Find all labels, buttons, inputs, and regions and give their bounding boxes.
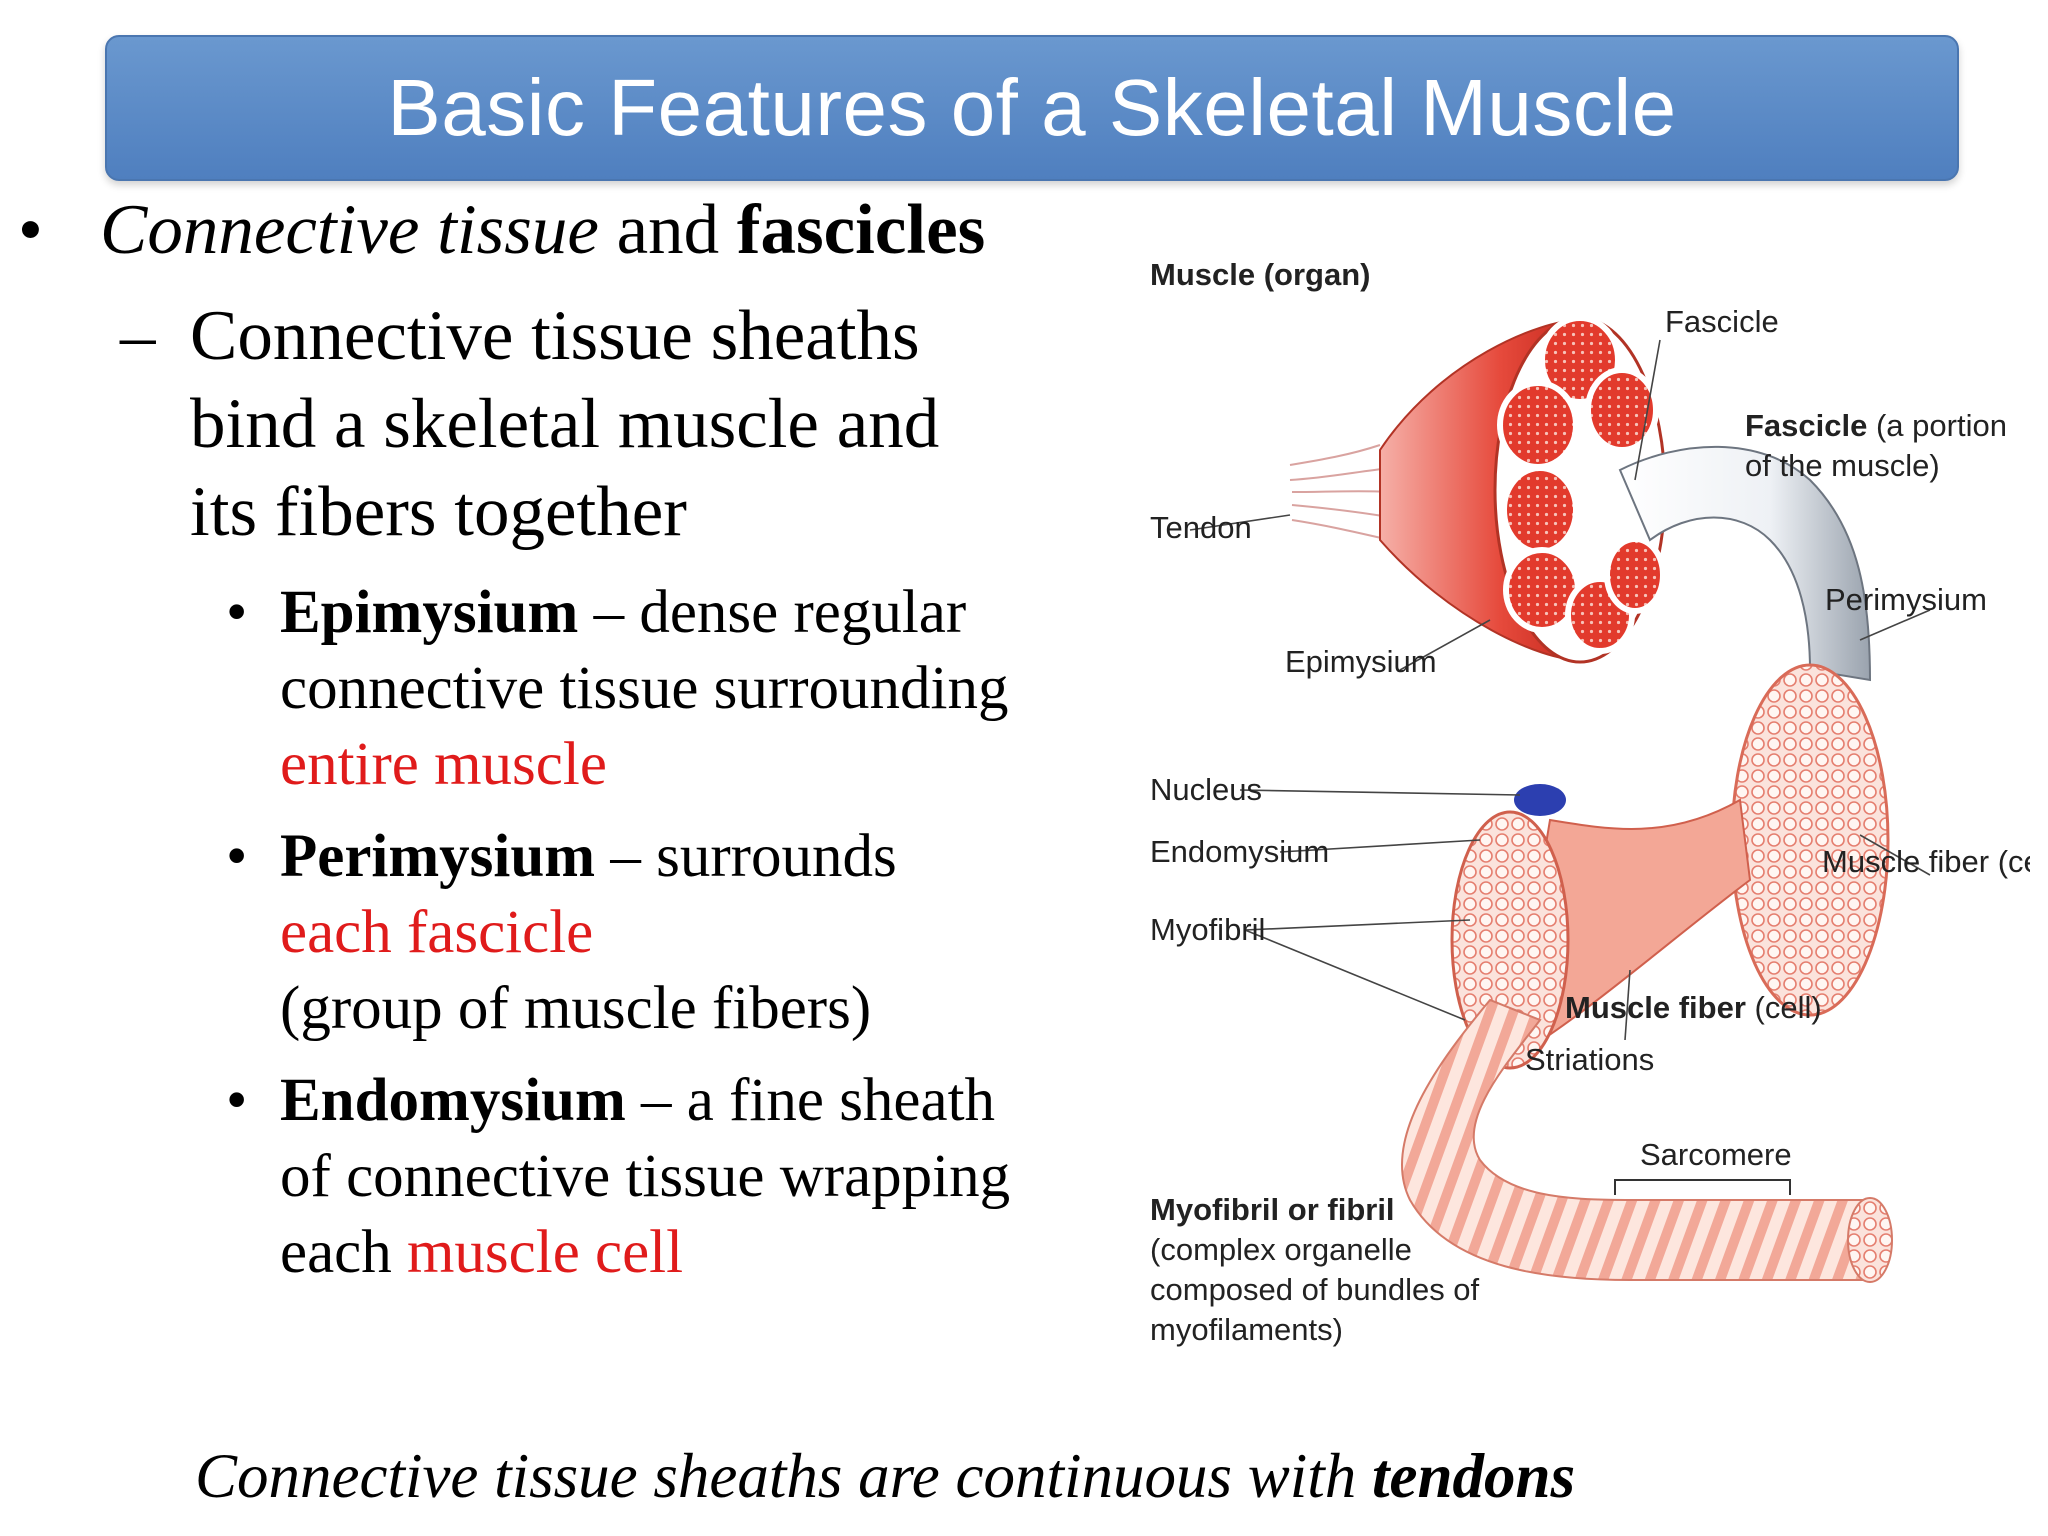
label-fascicle-portion-line2: of the muscle) [1745,448,1940,483]
fascicle-cross-section [1730,663,1890,1017]
label-nucleus: Nucleus [1150,772,1262,807]
bullet-level2-line1: Connective tissue sheaths [190,297,920,375]
leader-lines [1189,339,1931,1041]
bullet-level1-italic: Connective tissue [100,191,599,269]
endomysium-line1: Endomysium – a fine sheath [280,1066,995,1136]
epimysium-desc: – dense regular [578,579,967,646]
fiber-cross-section [1450,810,1570,1070]
label-muscle-fiber-cell: Muscle fiber (cell) [1822,844,2030,879]
label-striations: Striations [1525,1042,1654,1077]
bullet-level2-line3: its fibers together [190,473,687,551]
endomysium-line3-red: muscle cell [406,1219,684,1286]
epimysium-line1: Epimysium – dense regular [280,578,966,648]
label-muscle-organ: Muscle (organ) [1150,257,1370,292]
slide-title: Basic Features of a Skeletal Muscle [387,63,1677,152]
fascicle-tube [1618,445,1872,682]
fascicle-sections [1497,315,1666,654]
label-complex-organelle: (complex organelle [1150,1232,1412,1267]
label-muscle-fiber-rest: (cell) [1746,990,1822,1025]
caption-italic: Connective tissue sheaths are continuous… [195,1441,1373,1511]
perimysium-line2: each fascicle [280,899,594,966]
dash-marker: – [120,297,156,375]
muscle-structure-figure: Muscle (organ) Fascicle Fascicle (a port… [1150,257,2030,1347]
bullet-level2-line2: bind a skeletal muscle and [190,385,940,463]
label-perimysium: Perimysium [1825,582,1987,617]
myofibril [1400,998,1871,1281]
endomysium-line3-plain: each [280,1219,407,1286]
bullet-level1-and: and [598,191,737,269]
bullet-marker: • [18,191,43,269]
bullet-marker: • [226,823,248,890]
label-tendon: Tendon [1150,510,1252,545]
label-sarcomere: Sarcomere [1640,1137,1792,1172]
label-endomysium: Endomysium [1150,834,1329,869]
epimysium-line3: entire muscle [280,731,607,798]
label-epimysium: Epimysium [1285,644,1437,679]
perimysium-desc: – surrounds [595,823,897,890]
perimysium-line3: (group of muscle fibers) [280,975,872,1042]
label-composed-of: composed of bundles of [1150,1272,1480,1307]
perimysium-term: Perimysium [280,823,596,890]
label-fascicle: Fascicle [1665,304,1779,339]
endomysium-line2: of connective tissue wrapping [280,1143,1011,1210]
label-muscle-fiber: Muscle fiber (cell) [1565,990,1822,1025]
bullet-marker: • [226,579,248,646]
bullet-level1-bold: fascicles [736,191,986,269]
nucleus-shape [1514,784,1566,816]
label-fascicle-portion: Fascicle (a portion [1745,408,2007,443]
endomysium-term: Endomysium [280,1067,626,1134]
label-myofibril-or-fibril: Myofibril or fibril [1150,1192,1395,1227]
epimysium-term: Epimysium [280,579,579,646]
title-bar: Basic Features of a Skeletal Muscle [105,35,1959,181]
label-myofilaments: myofilaments) [1150,1312,1343,1347]
endomysium-desc: – a fine sheath [625,1067,996,1134]
label-fascicle-portion-rest: (a portion [1867,408,2007,443]
bullet-level1: Connective tissue and fascicles [100,190,985,271]
endomysium-line3: each muscle cell [280,1218,683,1288]
label-fascicle-portion-bold: Fascicle [1745,408,1867,443]
myofibril-end [1847,1197,1893,1283]
caption: Connective tissue sheaths are continuous… [195,1440,1575,1513]
perimysium-line1: Perimysium – surrounds [280,822,897,892]
label-myofibril: Myofibril [1150,912,1265,947]
caption-bold: tendons [1372,1441,1576,1511]
sarcomere-bracket [1614,1179,1791,1195]
epimysium-line2: connective tissue surrounding [280,655,1009,722]
bullet-marker: • [226,1067,248,1134]
label-muscle-fiber-bold: Muscle fiber [1565,990,1746,1025]
